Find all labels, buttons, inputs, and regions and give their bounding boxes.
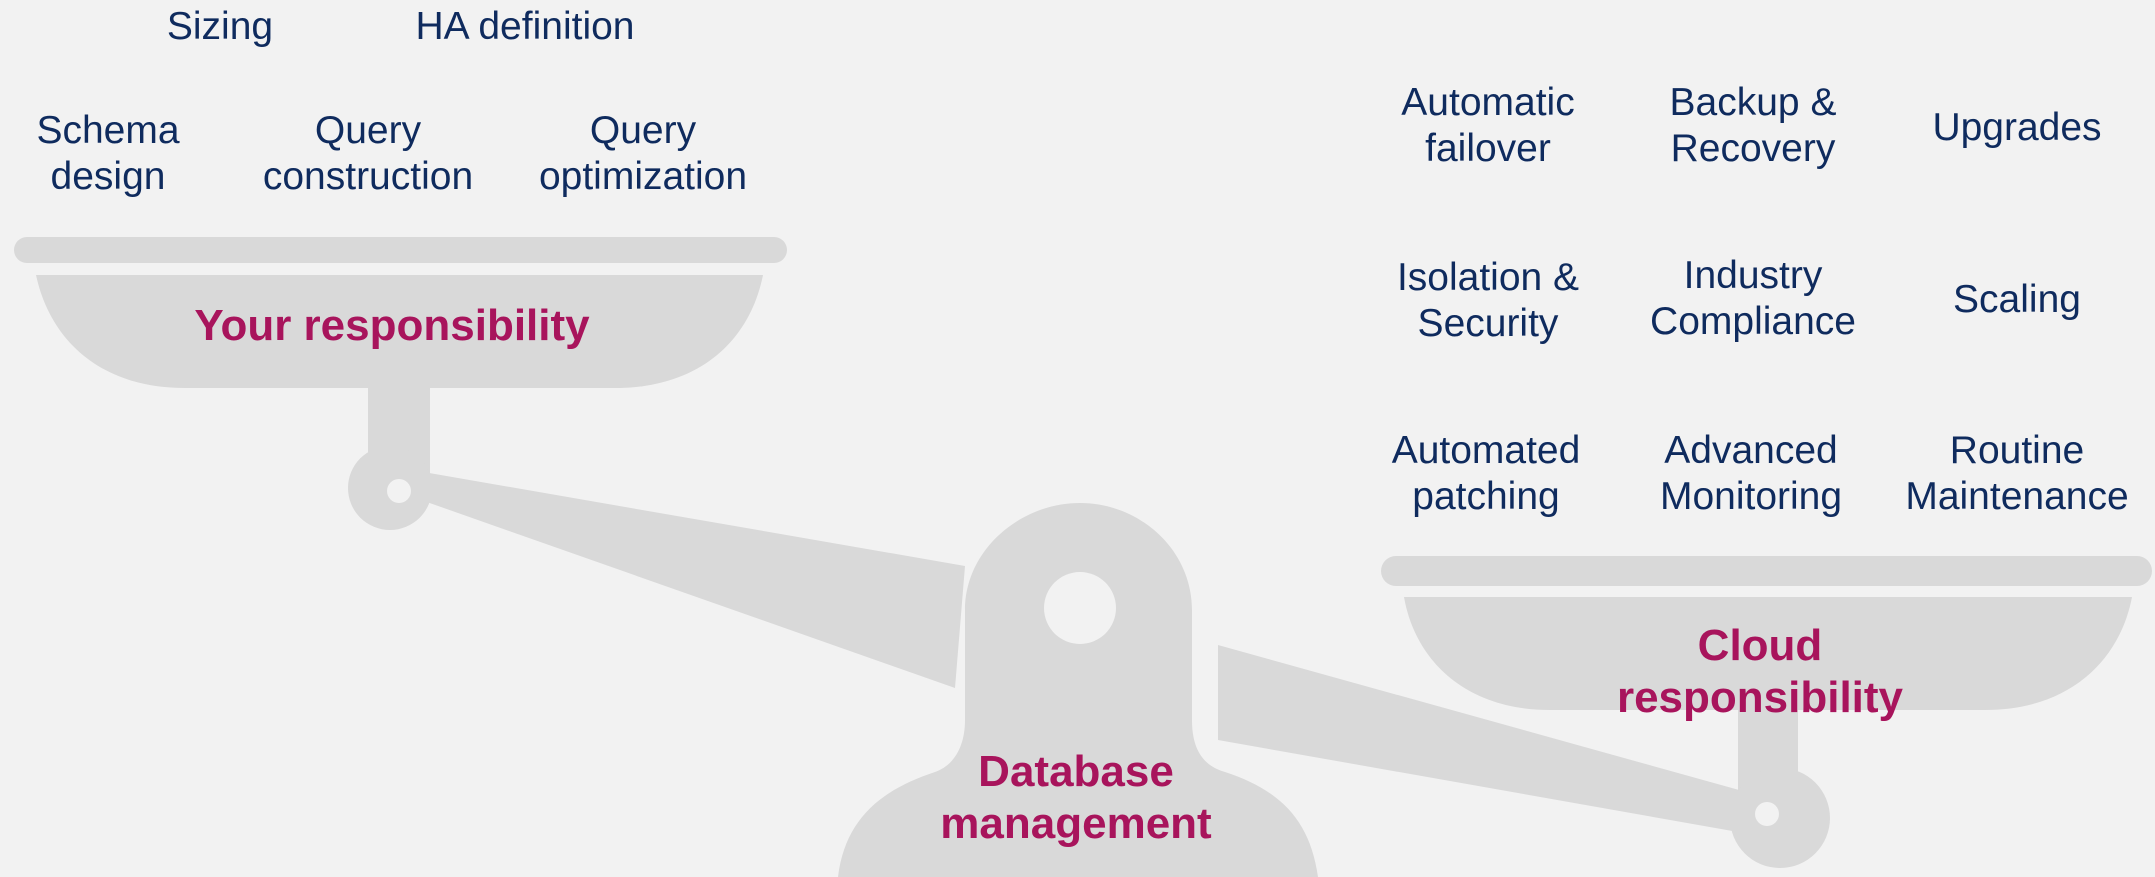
right-pivot-hole bbox=[1755, 802, 1779, 826]
task-scaling: Scaling bbox=[1953, 278, 2081, 321]
task-sizing: Sizing bbox=[166, 5, 274, 48]
task-upgrades: Upgrades bbox=[1932, 106, 2102, 149]
fulcrum-hole bbox=[1044, 572, 1116, 644]
task-isolation-security: Isolation & Security bbox=[1396, 256, 1580, 345]
task-query-construction: Query construction bbox=[262, 109, 474, 198]
task-automated-patching: Automated patching bbox=[1391, 429, 1581, 518]
task-automatic-failover: Automatic failover bbox=[1401, 81, 1575, 170]
cloud-responsibility-label: Cloud responsibility bbox=[1616, 621, 1904, 722]
left-pan-rim bbox=[14, 237, 787, 263]
left-beam-arm bbox=[370, 470, 965, 688]
your-responsibility-label: Your responsibility bbox=[194, 301, 590, 350]
database-management-label: Database management bbox=[940, 747, 1212, 848]
task-schema-design: Schema design bbox=[36, 109, 180, 198]
left-pan-bowl bbox=[36, 275, 763, 388]
task-query-optimization: Query optimization bbox=[538, 109, 748, 198]
left-pivot-hole bbox=[387, 479, 411, 503]
fulcrum-base bbox=[838, 503, 1318, 877]
task-ha-definition: HA definition bbox=[415, 5, 635, 48]
right-beam-arm bbox=[1218, 645, 1775, 838]
right-pan-bowl bbox=[1404, 597, 2132, 710]
right-pan-rim bbox=[1381, 556, 2152, 586]
right-pivot bbox=[1730, 768, 1830, 868]
task-advanced-monitoring: Advanced Monitoring bbox=[1659, 429, 1843, 518]
task-routine-maintenance: Routine Maintenance bbox=[1905, 429, 2129, 518]
task-backup-recovery: Backup & Recovery bbox=[1669, 81, 1837, 170]
task-industry-compliance: Industry Compliance bbox=[1650, 254, 1856, 343]
